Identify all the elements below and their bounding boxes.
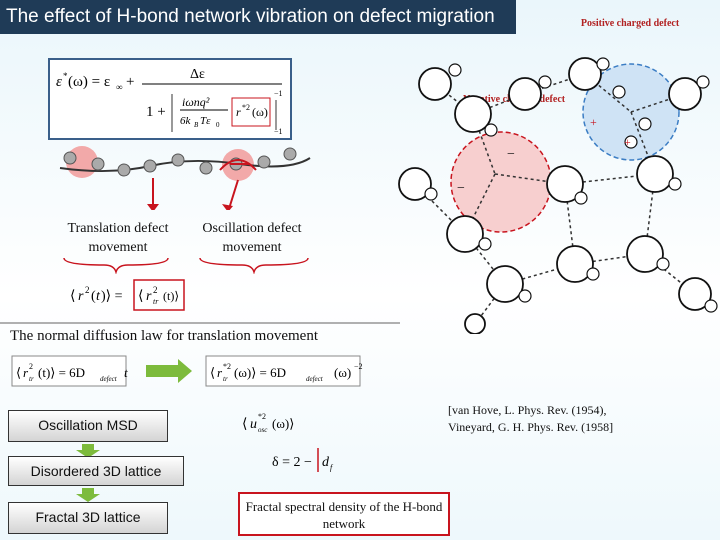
positive-defect-label: Positive charged defect xyxy=(580,18,680,29)
defect-chain-illustration xyxy=(59,146,311,210)
svg-text:2: 2 xyxy=(153,285,158,295)
svg-text:Δε: Δε xyxy=(190,67,205,82)
flow-arrow-1 xyxy=(76,444,100,458)
svg-text:δ = 2 −: δ = 2 − xyxy=(272,455,312,470)
svg-text:t: t xyxy=(124,365,128,380)
svg-text:tr: tr xyxy=(153,297,159,306)
svg-text:f: f xyxy=(330,463,334,472)
reference-line-2: Vineyard, G. H. Phys. Rev. (1958] xyxy=(448,420,614,434)
svg-text:r: r xyxy=(236,105,241,119)
reference-text: [van Hove, L. Phys. Rev. (1954), Vineyar… xyxy=(448,402,648,436)
svg-text:⟨: ⟨ xyxy=(242,417,247,432)
svg-text:⟨: ⟨ xyxy=(16,365,21,380)
svg-text:t: t xyxy=(96,289,101,304)
msd-decomposition-formula: ⟨ r 2 (t)⟩ = ⟨ r tr 2 (t)⟩ xyxy=(70,279,185,311)
oscillation-msd-box: Oscillation MSD xyxy=(8,410,168,442)
svg-text:⟨: ⟨ xyxy=(70,289,75,304)
svg-text:(ω): (ω) xyxy=(252,105,268,119)
svg-text:*: * xyxy=(63,71,68,81)
svg-text:∞: ∞ xyxy=(116,82,122,92)
svg-text:−2: −2 xyxy=(354,362,363,371)
svg-text:*2: *2 xyxy=(223,362,231,371)
svg-text:iωnq²: iωnq² xyxy=(182,95,210,109)
svg-text:*2: *2 xyxy=(242,103,250,112)
svg-text:osc: osc xyxy=(258,426,268,434)
svg-text:r: r xyxy=(78,289,84,304)
svg-text:tr: tr xyxy=(29,375,34,383)
svg-text:(ω) = ε: (ω) = ε xyxy=(68,74,110,90)
svg-text:defect: defect xyxy=(306,375,324,383)
svg-text:⟨: ⟨ xyxy=(138,289,143,304)
svg-text:6k: 6k xyxy=(180,115,192,127)
svg-text:−1: −1 xyxy=(274,127,283,136)
svg-text:−1: −1 xyxy=(274,89,283,98)
normal-diffusion-formulas: ⟨ r tr 2 (t)⟩ = 6D defect t ⟨ r tr *2 (ω… xyxy=(11,355,363,387)
svg-text:(ω)⟩ = 6D: (ω)⟩ = 6D xyxy=(234,365,286,380)
svg-text:)⟩ =: )⟩ = xyxy=(101,289,123,304)
oscillation-formulas: ⟨ u osc *2 (ω)⟩ δ = 2 − d f xyxy=(242,412,334,472)
fractal-lattice-box: Fractal 3D lattice xyxy=(8,502,168,534)
svg-text:(ω)⟩: (ω)⟩ xyxy=(272,416,294,431)
h-bond-network-diagram: + + − − xyxy=(398,57,718,334)
svg-text:*2: *2 xyxy=(258,412,266,421)
svg-text:(t)⟩: (t)⟩ xyxy=(163,289,179,303)
reference-line-1: [van Hove, L. Phys. Rev. (1954), xyxy=(448,403,607,417)
svg-text:(t)⟩ = 6D: (t)⟩ = 6D xyxy=(38,365,85,380)
svg-text:ε: ε xyxy=(56,74,62,90)
dielectric-formula-box: ε * (ω) = ε ∞ + Δε 1 + iωnq² 6k B Tε 0 r… xyxy=(48,58,292,140)
dielectric-formula: ε * (ω) = ε ∞ + Δε 1 + iωnq² 6k B Tε 0 r… xyxy=(56,67,283,136)
oscillation-label: Oscillation defect movement xyxy=(202,221,302,255)
svg-text:r: r xyxy=(146,289,152,304)
red-braces xyxy=(63,257,309,274)
svg-text:r: r xyxy=(23,365,29,380)
svg-text:(ω): (ω) xyxy=(334,365,351,380)
svg-text:2: 2 xyxy=(85,285,90,295)
svg-text:u: u xyxy=(250,417,257,432)
svg-text:+: + xyxy=(590,115,597,129)
svg-text:0: 0 xyxy=(216,121,220,129)
svg-text:tr: tr xyxy=(223,375,228,383)
flow-arrow-2 xyxy=(76,488,100,502)
svg-text:(: ( xyxy=(91,289,96,304)
normal-diffusion-text: The normal diffusion law for translation… xyxy=(10,328,318,344)
svg-text:Tε: Tε xyxy=(200,115,211,127)
svg-text:−: − xyxy=(507,147,515,162)
svg-text:2: 2 xyxy=(29,362,33,371)
translation-label: Translation defect movement xyxy=(67,221,169,255)
svg-text:r: r xyxy=(217,365,223,380)
disordered-lattice-box: Disordered 3D lattice xyxy=(8,456,184,486)
svg-text:−: − xyxy=(457,181,465,196)
slide-title: The effect of H-bond network vibration o… xyxy=(0,0,516,34)
svg-text:B: B xyxy=(194,121,199,129)
svg-text:1 +: 1 + xyxy=(146,104,166,120)
section-divider xyxy=(0,322,400,324)
svg-text:+: + xyxy=(624,135,631,149)
svg-text:d: d xyxy=(322,455,330,470)
svg-text:⟨: ⟨ xyxy=(210,365,215,380)
svg-text:defect: defect xyxy=(100,375,118,383)
svg-text:+: + xyxy=(126,74,134,90)
fractal-density-box: Fractal spectral density of the H-bond n… xyxy=(238,492,450,536)
